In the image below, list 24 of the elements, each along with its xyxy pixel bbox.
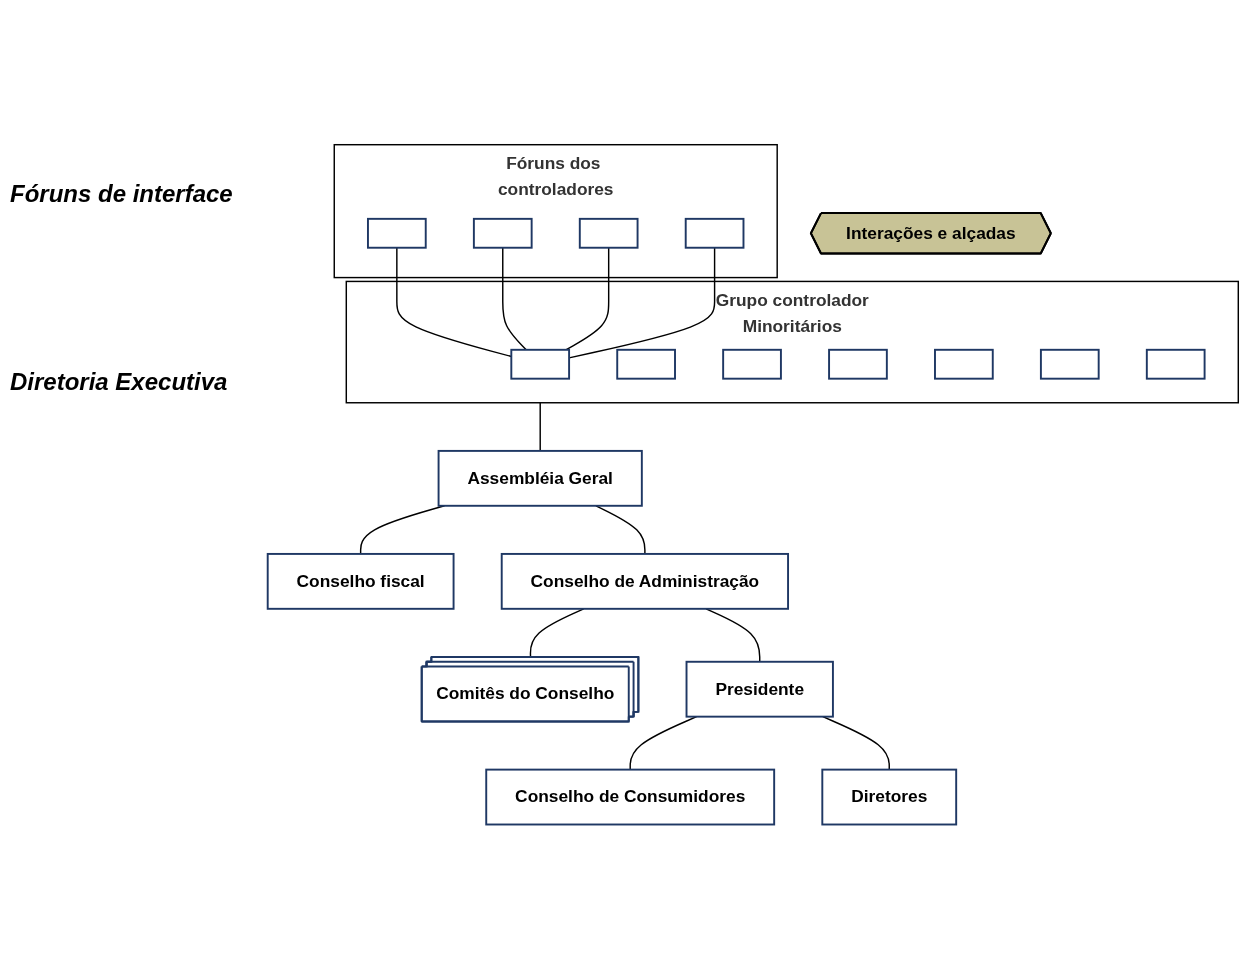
- node-box: [510, 349, 571, 381]
- side-heading: Fóruns de interface: [10, 180, 234, 208]
- node-box: Presidente: [685, 661, 834, 718]
- node-box: [722, 349, 782, 381]
- node-box: Assembléia Geral: [437, 450, 643, 508]
- cluster: Fóruns dos controladores: [333, 144, 778, 279]
- node-box: [578, 218, 639, 250]
- node-box: [934, 349, 994, 381]
- connector: [502, 247, 527, 351]
- node-box: Conselho fiscal: [266, 553, 455, 611]
- cluster: Grupo controlador Minoritários: [345, 281, 1239, 404]
- node-box: [1039, 349, 1100, 381]
- node-box: Diretores: [821, 769, 958, 826]
- node-box: [367, 218, 427, 250]
- node-box: Conselho de Consumidores: [485, 769, 776, 826]
- node-box: [828, 349, 888, 381]
- side-heading: Diretoria Executiva: [10, 368, 229, 396]
- node-box: Conselho de Administração: [500, 553, 789, 611]
- node-box: [684, 218, 745, 250]
- connector: [565, 247, 610, 351]
- node-box: [472, 218, 533, 250]
- connector: [539, 402, 541, 452]
- node-box: [616, 349, 676, 381]
- node-box: [1145, 349, 1206, 381]
